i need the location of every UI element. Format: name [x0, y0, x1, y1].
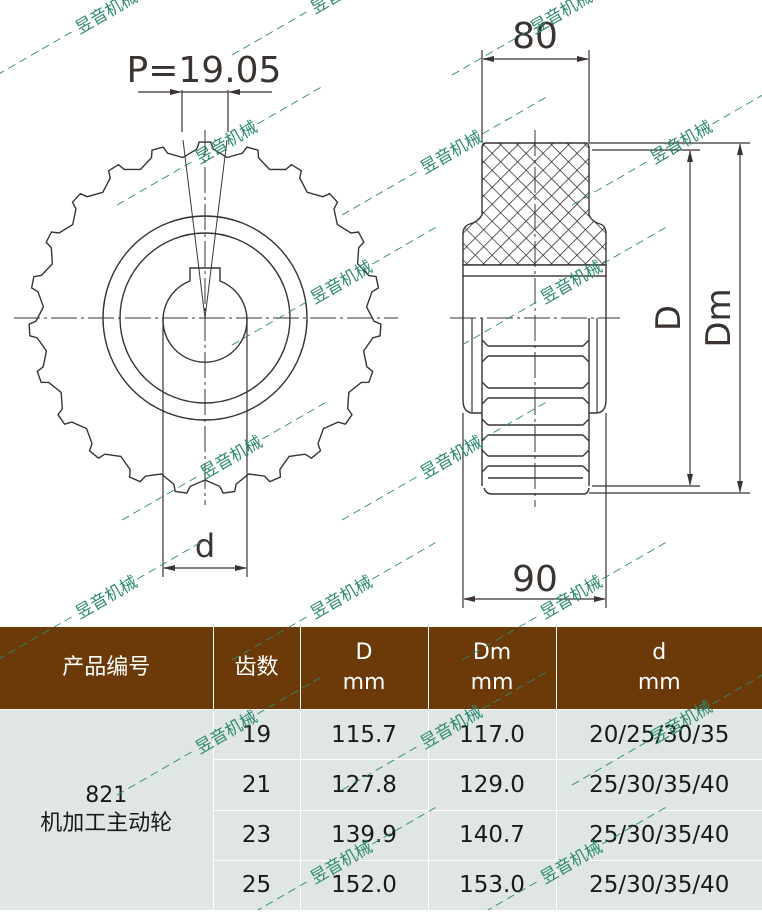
- table-header-row: 产品编号 齿数 D mm Dm mm d mm: [0, 627, 762, 710]
- cell-d: 25/30/35/40: [555, 759, 762, 810]
- cell-D: 115.7: [299, 708, 428, 760]
- cell-d: 20/25/30/35: [555, 708, 762, 760]
- cell-Dm: 140.7: [427, 809, 556, 861]
- cell-D: 127.8: [299, 759, 428, 810]
- header-D: D mm: [299, 627, 428, 710]
- cell-teeth: 21: [212, 759, 300, 810]
- pitch-diameter-label: D: [649, 305, 689, 331]
- cell-teeth: 19: [212, 708, 300, 760]
- pitch-label: P=19.05: [127, 50, 282, 91]
- product-code: 821: [85, 783, 128, 808]
- gear-teeth-outline: [28, 141, 382, 494]
- cell-Dm: 153.0: [427, 859, 556, 910]
- cell-Dm: 129.0: [427, 759, 556, 810]
- header-product-code: 产品编号: [0, 627, 213, 710]
- cell-d: 25/30/35/40: [555, 859, 762, 910]
- header-d: d mm: [555, 627, 762, 710]
- header-teeth: 齿数: [212, 627, 300, 710]
- outer-diameter-label: Dm: [699, 288, 739, 347]
- table-row: 821 机加工主动轮 19 115.7 117.0 20/25/30/35: [0, 708, 762, 910]
- top-width-label: 80: [512, 16, 558, 57]
- cell-D: 139.9: [299, 809, 428, 861]
- product-name: 机加工主动轮: [40, 811, 173, 836]
- cell-teeth: 25: [212, 859, 300, 910]
- bore-with-keyway: [162, 267, 248, 363]
- bottom-width-label: 90: [512, 559, 558, 600]
- side-view-sprocket: [450, 50, 750, 608]
- cell-d: 25/30/35/40: [555, 809, 762, 861]
- front-view-sprocket: [14, 89, 398, 577]
- product-cell: 821 机加工主动轮: [0, 709, 213, 910]
- technical-drawing: P=19.05 d: [14, 16, 750, 608]
- cell-D: 152.0: [299, 859, 428, 910]
- bore-diameter-label: d: [195, 527, 215, 565]
- spec-table: 产品编号 齿数 D mm Dm mm d mm 821 机加工主动轮: [0, 627, 762, 910]
- cell-teeth: 23: [212, 809, 300, 861]
- cell-Dm: 117.0: [427, 708, 556, 760]
- header-Dm: Dm mm: [427, 627, 556, 710]
